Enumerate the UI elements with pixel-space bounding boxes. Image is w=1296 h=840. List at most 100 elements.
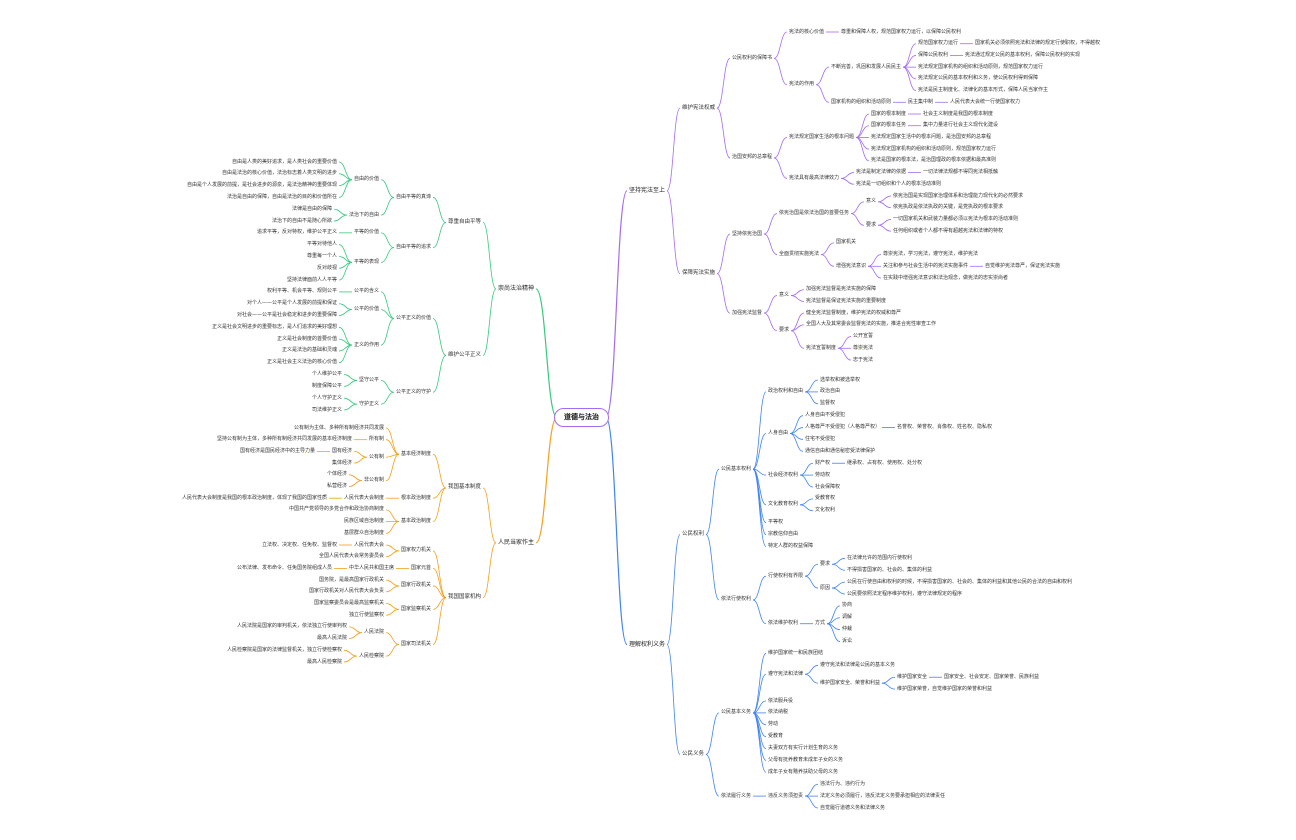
mindmap-leaf-node[interactable]: 维护国家荣誉，自觉维护国家的荣誉和利益	[897, 685, 993, 692]
mindmap-leaf-node[interactable]: 对个人——公平是个人发展的前提和保证	[247, 300, 338, 307]
mindmap-topic-node[interactable]: 国家权力机关	[401, 547, 432, 554]
mindmap-leaf-node[interactable]: 法定义务必须履行，违反法定义务要承担相应的法律责任	[820, 792, 946, 799]
mindmap-topic-node[interactable]: 依法行使权利	[721, 596, 752, 603]
mindmap-topic-node[interactable]: 国家机构的组织和活动原则	[831, 98, 892, 105]
mindmap-topic-node[interactable]: 国有经济	[332, 447, 353, 454]
mindmap-topic-node[interactable]: 宪法宣誓制度	[806, 344, 837, 351]
mindmap-topic-node[interactable]: 国家的根本制度	[871, 110, 907, 117]
mindmap-leaf-node[interactable]: 法律是自由的保障	[292, 205, 333, 212]
mindmap-topic-node[interactable]: 治国安邦的总章程	[732, 154, 773, 161]
mindmap-topic-node[interactable]: 自由平等的真谛	[396, 193, 432, 200]
mindmap-leaf-node[interactable]: 正义是社会制度的首要价值	[277, 335, 338, 342]
mindmap-topic-node[interactable]: 法治下的自由	[349, 211, 380, 218]
mindmap-leaf-node[interactable]: 父母有抚养教育未成年子女的义务	[768, 756, 844, 763]
mindmap-leaf-node[interactable]: 平等对待他人	[307, 241, 338, 248]
mindmap-leaf-node[interactable]: 民族区域自治制度	[344, 518, 385, 525]
mindmap-topic-node[interactable]: 尊重自由平等	[448, 219, 482, 226]
mindmap-leaf-node[interactable]: 个人守护正义	[312, 394, 343, 401]
mindmap-topic-node[interactable]: 违反义务须担责	[768, 792, 804, 799]
mindmap-topic-node[interactable]: 公平正义的守护	[396, 388, 432, 395]
mindmap-leaf-node[interactable]: 政治自由	[820, 388, 841, 395]
mindmap-leaf-node[interactable]: 宪法监督是保证宪法实施的重要制度	[806, 297, 887, 304]
mindmap-topic-node[interactable]: 要求	[866, 221, 877, 228]
mindmap-leaf-node[interactable]: 最高人民检察院	[307, 658, 343, 665]
mindmap-topic-node[interactable]: 人民法院	[364, 629, 385, 636]
mindmap-leaf-node[interactable]: 宪法是一切组织和个人的根本活动准则	[856, 180, 942, 187]
mindmap-leaf-node[interactable]: 人民法院是国家的审判机关，依法独立行使审判权	[237, 623, 348, 630]
mindmap-topic-node[interactable]: 维护国家安全、荣誉和利益	[820, 679, 881, 686]
mindmap-topic-node[interactable]: 平等的价值	[354, 229, 380, 236]
mindmap-topic-node[interactable]: 人格尊严不受侵犯（人格尊严权）	[805, 424, 881, 431]
mindmap-leaf-node[interactable]: 对社会——公平是社会稳定和进步的重要保障	[237, 312, 338, 319]
mindmap-leaf-node[interactable]: 遵守宪法和法律是公民的基本义务	[820, 661, 896, 668]
mindmap-topic-node[interactable]: 民主集中制	[908, 98, 934, 105]
mindmap-leaf-node[interactable]: 正义是法治的基础和灵魂	[282, 347, 338, 354]
mindmap-topic-node[interactable]: 保障公民权利	[918, 51, 949, 58]
mindmap-topic-node[interactable]: 遵守宪法和法律	[768, 670, 804, 677]
mindmap-topic-node[interactable]: 依法履行义务	[721, 792, 752, 799]
mindmap-leaf-node[interactable]: 宪法是国家的根本法，是治国理政的根本依据和最高准则	[871, 157, 997, 164]
mindmap-topic-node[interactable]: 宪法具有最高法律效力	[789, 174, 840, 181]
mindmap-leaf-node[interactable]: 公有制为主体、多种所有制经济共同发展	[294, 424, 385, 431]
mindmap-topic-node[interactable]: 全面贯彻实施宪法	[779, 251, 820, 258]
mindmap-leaf-node[interactable]: 受教育	[768, 733, 784, 740]
mindmap-topic-node[interactable]: 我国基本制度	[448, 484, 482, 491]
mindmap-leaf-node[interactable]: 反对歧视	[317, 264, 338, 271]
mindmap-leaf-node[interactable]: 宪法规定公民的基本权利和义务，使公民权利得到保障	[918, 75, 1039, 82]
mindmap-leaf-node[interactable]: 不得损害国家的、社会的、集体的利益	[847, 566, 933, 573]
mindmap-leaf-node[interactable]: 特定人群的权益保障	[768, 542, 814, 549]
mindmap-topic-node[interactable]: 维护公平正义	[448, 351, 482, 358]
mindmap-topic-node[interactable]: 宪法是制定法律的依据	[856, 169, 907, 176]
mindmap-topic-node[interactable]: 维护国家安全	[897, 673, 928, 680]
mindmap-leaf-node[interactable]: 追求平等，反对特权，维护公平正义	[257, 229, 338, 236]
mindmap-topic-node[interactable]: 自由的价值	[354, 176, 380, 183]
mindmap-leaf-node[interactable]: 一切法律法规都不得同宪法相抵触	[923, 169, 999, 176]
mindmap-leaf-node[interactable]: 劳动	[768, 721, 779, 728]
mindmap-topic-node[interactable]: 公民基本权利	[721, 465, 752, 472]
mindmap-leaf-node[interactable]: 人民检察院是国家的法律监督机关，独立行使检察权	[227, 646, 343, 653]
mindmap-topic-node[interactable]: 平等的表现	[354, 258, 380, 265]
mindmap-leaf-node[interactable]: 选举权和被选举权	[820, 376, 861, 383]
mindmap-topic-node[interactable]: 公民权利	[682, 531, 705, 538]
mindmap-topic-node[interactable]: 政治权利和自由	[768, 388, 804, 395]
mindmap-leaf-node[interactable]: 平等权	[768, 519, 784, 526]
mindmap-leaf-node[interactable]: 个体经济	[327, 471, 348, 478]
mindmap-leaf-node[interactable]: 一切国家机关和武装力量都必须以宪法为根本的活动准则	[893, 215, 1019, 222]
mindmap-topic-node[interactable]: 宪法的作用	[789, 81, 815, 88]
mindmap-topic-node[interactable]: 宪法的核心价值	[789, 28, 825, 35]
mindmap-topic-node[interactable]: 坚持依宪治国	[732, 230, 763, 237]
mindmap-leaf-node[interactable]: 自由是人类的美好追求，是人类社会的重要价值	[232, 158, 338, 165]
mindmap-topic-node[interactable]: 国家行政机关	[401, 582, 432, 589]
mindmap-leaf-node[interactable]: 集体经济	[332, 459, 353, 466]
mindmap-leaf-node[interactable]: 国家机关	[836, 239, 857, 246]
mindmap-topic-node[interactable]: 公平正义的价值	[396, 314, 432, 321]
mindmap-topic-node[interactable]: 人身自由	[768, 430, 789, 436]
mindmap-leaf-node[interactable]: 国家机关必须依照宪法和法律的规定行使职权，不得越权	[975, 40, 1101, 47]
mindmap-topic-node[interactable]: 意义	[779, 292, 790, 299]
mindmap-topic-node[interactable]: 基本经济制度	[401, 450, 432, 457]
mindmap-topic-node[interactable]: 人民代表大会制度	[344, 494, 385, 501]
mindmap-leaf-node[interactable]: 法治是自由的保障，自由是法治的目的和价值所在	[227, 193, 338, 200]
mindmap-topic-node[interactable]: 公平的含义	[354, 288, 380, 295]
mindmap-branch-node[interactable]: 人民当家作主	[498, 539, 535, 547]
mindmap-leaf-node[interactable]: 仲裁	[842, 626, 853, 633]
mindmap-topic-node[interactable]: 原因	[820, 584, 831, 591]
mindmap-topic-node[interactable]: 公民权利的保障书	[732, 54, 773, 61]
mindmap-topic-node[interactable]: 公平的价值	[354, 306, 380, 313]
mindmap-leaf-node[interactable]: 公民在行使自由和权利的时候，不得损害国家的、社会的、集体的利益和其他公民的合法的…	[847, 578, 1073, 585]
mindmap-leaf-node[interactable]: 国务院，是最高国家行政机关	[319, 576, 385, 583]
mindmap-topic-node[interactable]: 方式	[815, 620, 826, 627]
mindmap-leaf-node[interactable]: 国家行政机关对人民代表大会负责	[309, 588, 385, 595]
mindmap-leaf-node[interactable]: 全国人民代表大会常务委员会	[319, 553, 385, 560]
mindmap-leaf-node[interactable]: 坚持法律面前人人平等	[287, 276, 338, 283]
mindmap-leaf-node[interactable]: 维护国家统一和民族团结	[768, 649, 824, 656]
mindmap-topic-node[interactable]: 公有制	[369, 453, 385, 460]
mindmap-topic-node[interactable]: 依法维护权利	[768, 620, 799, 627]
mindmap-topic-node[interactable]: 加强宪法监督	[732, 309, 763, 316]
mindmap-leaf-node[interactable]: 调解	[842, 614, 853, 621]
mindmap-topic-node[interactable]: 根本政治制度	[401, 494, 432, 501]
mindmap-leaf-node[interactable]: 继承权、占有权、使用权、处分权	[847, 459, 923, 466]
mindmap-topic-node[interactable]: 行使权利有界限	[768, 572, 804, 579]
mindmap-leaf-node[interactable]: 立法权、决定权、任免权、监督权	[262, 541, 338, 548]
mindmap-topic-node[interactable]: 国家元首	[411, 564, 432, 571]
